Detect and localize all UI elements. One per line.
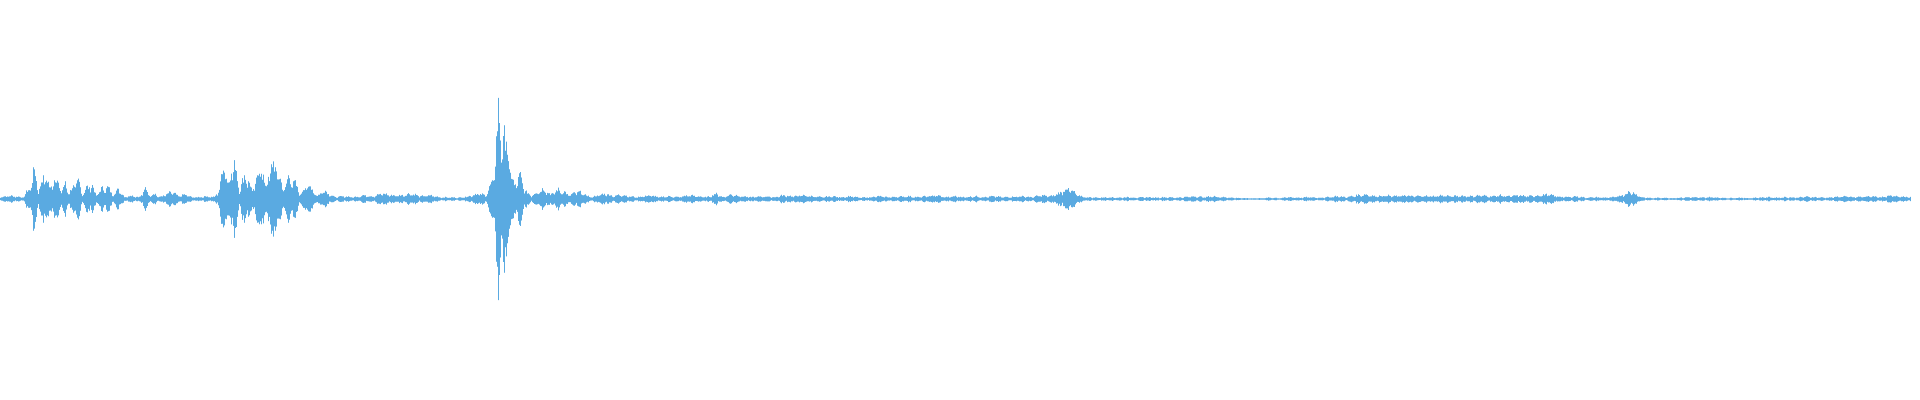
waveform-bars bbox=[0, 97, 1911, 301]
waveform-trace bbox=[0, 97, 1911, 301]
